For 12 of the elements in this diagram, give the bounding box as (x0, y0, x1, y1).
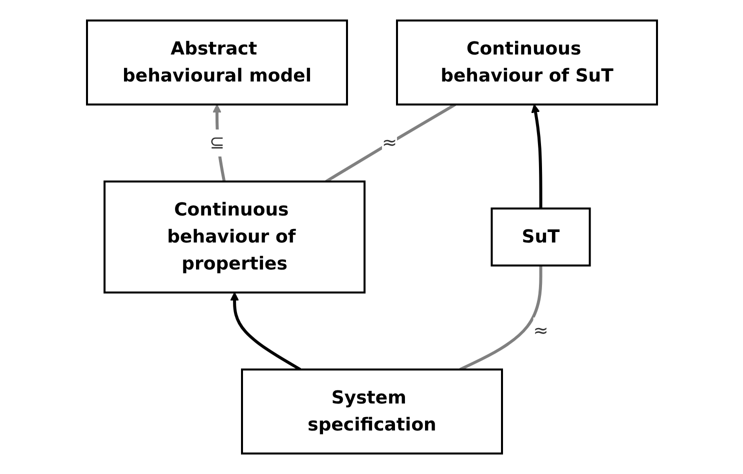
node-box: SuT (490, 208, 590, 266)
arrow (230, 292, 301, 371)
edge-label: ⊆ (208, 132, 224, 154)
connector (458, 266, 542, 371)
node-box: Abstract behavioural model (86, 20, 348, 106)
node-box: Continuous behaviour of SuT (396, 20, 658, 106)
edge-label: ≈ (382, 132, 397, 154)
node-box: Continuous behaviour of properties (103, 180, 366, 294)
connector (324, 103, 456, 183)
edge-label: ≈ (532, 320, 548, 342)
arrow (530, 104, 542, 208)
node-box: System specification (240, 368, 502, 454)
